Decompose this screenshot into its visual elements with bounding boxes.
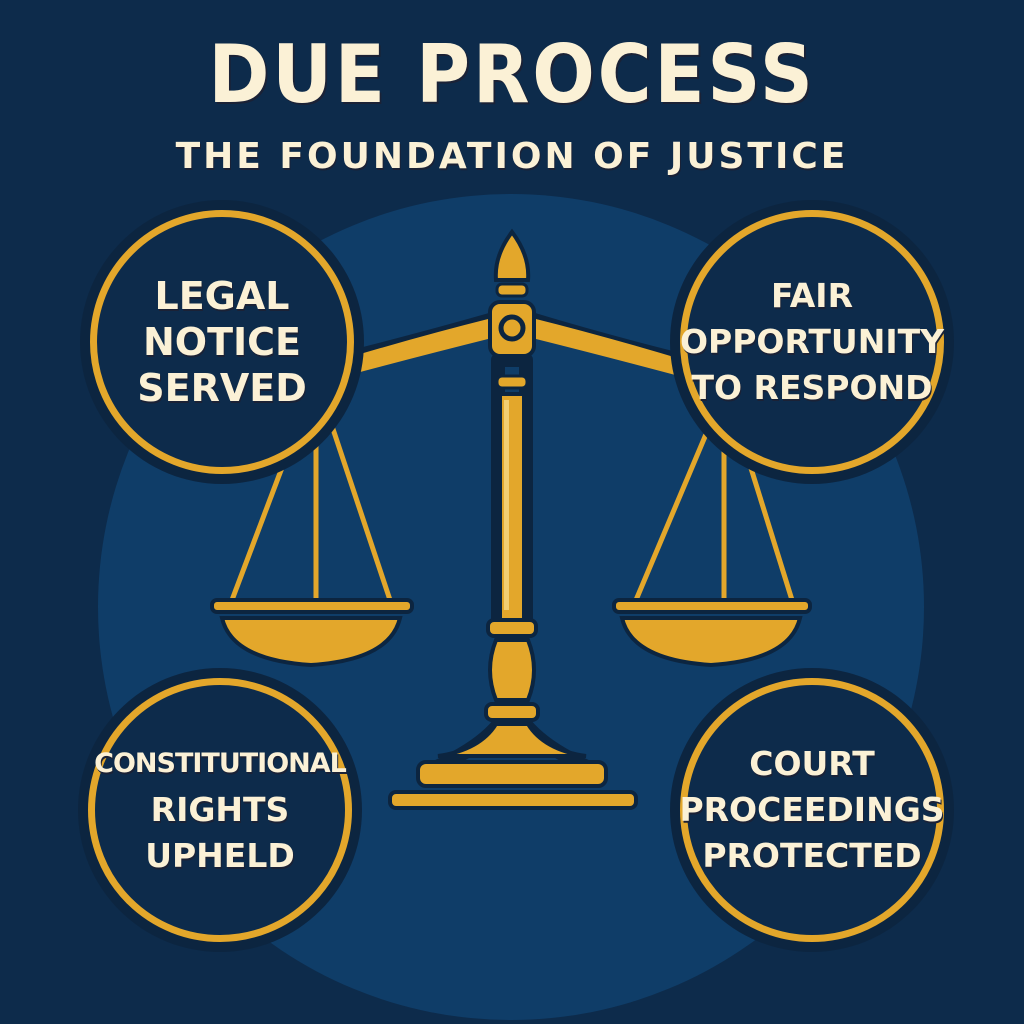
page-subtitle: THE FOUNDATION OF JUSTICE xyxy=(175,136,849,177)
badge-court-proceedings: COURT PROCEEDINGS PROTECTED xyxy=(679,678,945,942)
badge-line: UPHELD xyxy=(145,836,295,875)
badge-line: CONSTITUTIONAL xyxy=(94,748,347,779)
badge-line: RIGHTS xyxy=(150,790,290,829)
page-title: DUE PROCESS xyxy=(208,28,816,121)
badge-line: NOTICE xyxy=(142,320,301,364)
badge-line: LEGAL xyxy=(154,274,290,318)
badge-fair-opportunity: FAIR OPPORTUNITY TO RESPOND xyxy=(680,210,944,474)
badge-line: PROCEEDINGS xyxy=(679,790,945,829)
badge-constitutional-rights: CONSTITUTIONAL RIGHTS UPHELD xyxy=(88,678,352,942)
badge-legal-notice: LEGAL NOTICE SERVED xyxy=(90,210,354,474)
badge-line: FAIR xyxy=(771,276,853,315)
badge-line: TO RESPOND xyxy=(691,368,933,407)
badge-line: COURT xyxy=(749,744,875,783)
badge-line: OPPORTUNITY xyxy=(679,322,945,361)
badge-line: PROTECTED xyxy=(702,836,922,875)
badge-line: SERVED xyxy=(137,366,307,410)
